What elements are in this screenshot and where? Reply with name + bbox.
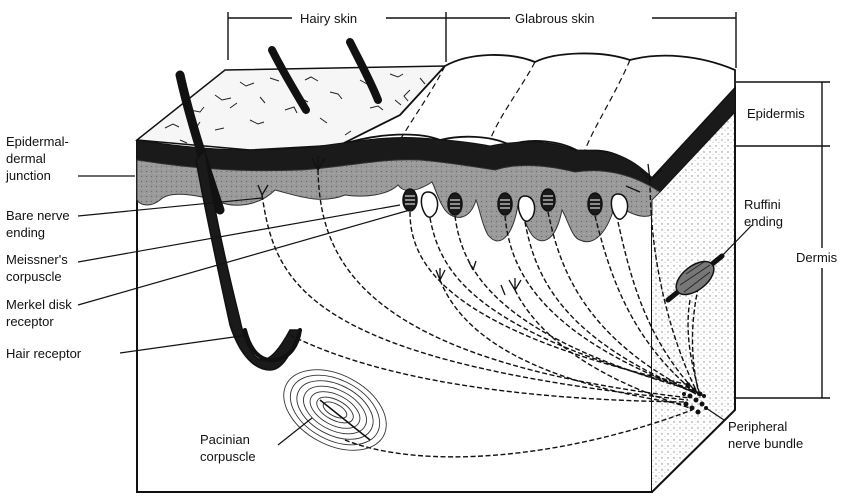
bare-nerve-ending-label: Bare nerve ending [6, 208, 73, 240]
hair-receptor-label: Hair receptor [6, 346, 82, 361]
dermis-label: Dermis [796, 250, 838, 265]
meissners-corpuscle-label: Meissner's corpuscle [6, 252, 71, 284]
peripheral-nerve-bundle-label: Peripheral nerve bundle [728, 419, 803, 451]
hairy-skin-label: Hairy skin [300, 11, 357, 26]
epidermis-label: Epidermis [747, 106, 805, 121]
glabrous-skin-label: Glabrous skin [515, 11, 594, 26]
ruffini-ending-label: Ruffini ending [744, 197, 784, 229]
epidermal-dermal-junction-label: Epidermal- dermal junction [5, 134, 72, 183]
merkel-disk-receptor-label: Merkel disk receptor [6, 297, 75, 329]
